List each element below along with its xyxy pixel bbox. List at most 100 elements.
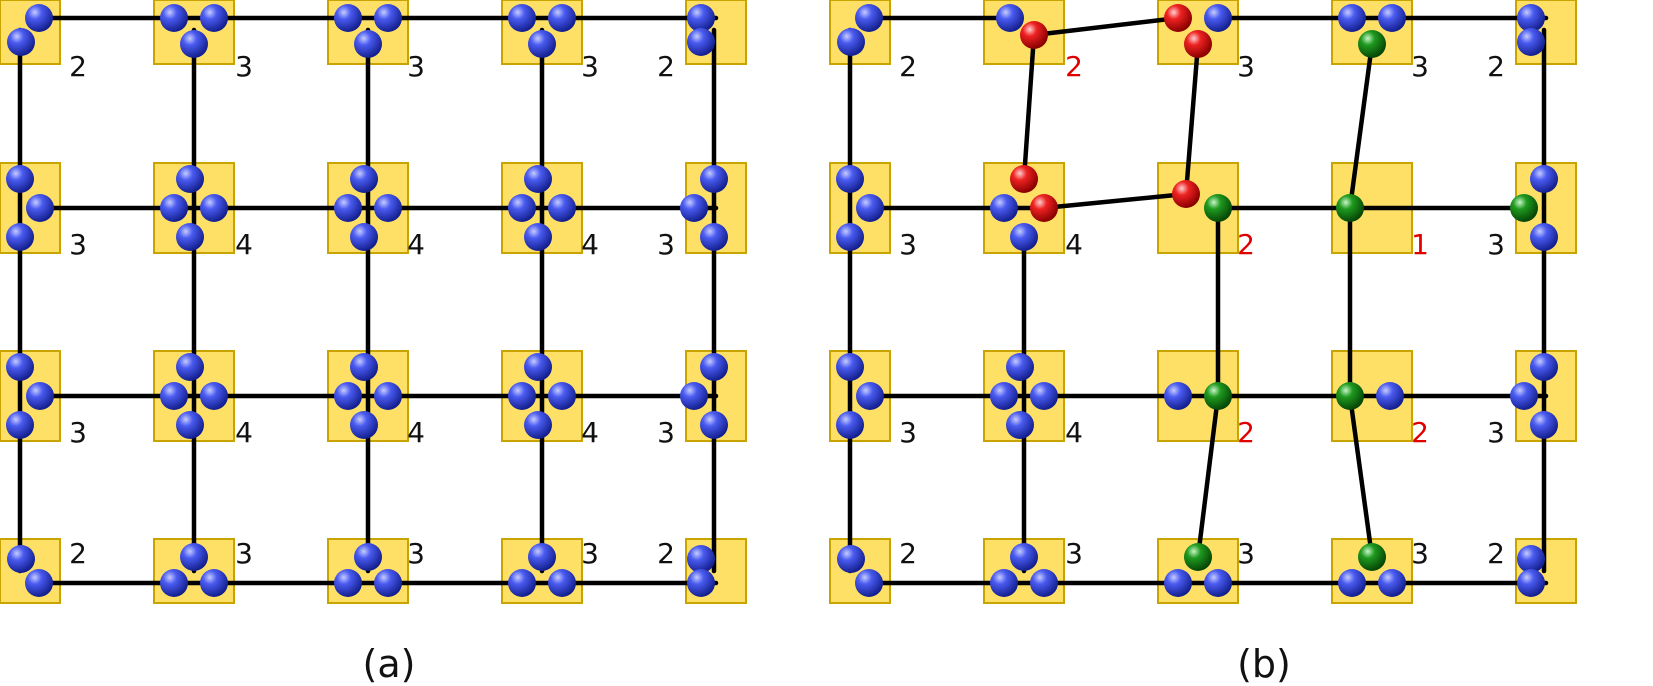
red-atom	[1184, 30, 1212, 58]
blue-atom	[160, 4, 188, 32]
blue-atom	[160, 194, 188, 222]
blue-atom	[200, 569, 228, 597]
blue-atom	[1517, 4, 1545, 32]
blue-atom	[687, 28, 715, 56]
blue-atom	[350, 411, 378, 439]
site-label: 3	[581, 50, 599, 83]
green-atom	[1204, 194, 1232, 222]
blue-atom	[25, 4, 53, 32]
blue-atom	[180, 30, 208, 58]
site-label: 2	[69, 50, 87, 83]
blue-atom	[700, 223, 728, 251]
balls-b	[836, 4, 1558, 597]
red-atom	[1164, 4, 1192, 32]
blue-atom	[837, 545, 865, 573]
blue-atom	[680, 194, 708, 222]
blue-atom	[374, 4, 402, 32]
blue-atom	[1338, 569, 1366, 597]
site-label: 3	[69, 416, 87, 449]
blue-atom	[836, 353, 864, 381]
blue-atom	[1164, 382, 1192, 410]
blue-atom	[1378, 4, 1406, 32]
site-label: 4	[1065, 228, 1083, 261]
blue-atom	[1338, 4, 1366, 32]
blue-atom	[1030, 569, 1058, 597]
blue-atom	[334, 569, 362, 597]
site-label: 4	[581, 228, 599, 261]
site-label: 3	[899, 228, 917, 261]
blue-atom	[524, 223, 552, 251]
blue-atom	[687, 569, 715, 597]
green-atom	[1510, 194, 1538, 222]
blue-atom	[687, 4, 715, 32]
blue-atom	[1164, 569, 1192, 597]
red-atom	[1030, 194, 1058, 222]
bond	[1031, 15, 1181, 38]
site-label: 4	[235, 416, 253, 449]
blue-atom	[334, 382, 362, 410]
blue-atom	[1530, 223, 1558, 251]
bond	[1347, 393, 1375, 560]
site-label: 2	[1487, 50, 1505, 83]
blue-atom	[508, 194, 536, 222]
blue-atom	[1530, 411, 1558, 439]
site-label: 2	[69, 537, 87, 570]
blue-atom	[7, 28, 35, 56]
blue-atom	[990, 382, 1018, 410]
blue-atom	[354, 30, 382, 58]
blue-atom	[1010, 223, 1038, 251]
site-label: 3	[1487, 228, 1505, 261]
blue-atom	[1006, 353, 1034, 381]
blue-atom	[508, 4, 536, 32]
site-label: 2	[1237, 228, 1255, 261]
blue-atom	[176, 353, 204, 381]
blue-atom	[1517, 569, 1545, 597]
blue-atom	[180, 543, 208, 571]
blue-atom	[6, 411, 34, 439]
blue-atom	[836, 411, 864, 439]
green-atom	[1336, 382, 1364, 410]
site-label: 3	[1487, 416, 1505, 449]
bond	[1041, 191, 1189, 211]
site-label: 4	[581, 416, 599, 449]
blue-atom	[508, 382, 536, 410]
blue-atom	[680, 382, 708, 410]
site-label: 3	[235, 50, 253, 83]
red-atom	[1172, 180, 1200, 208]
blue-atom	[548, 382, 576, 410]
blue-atom	[334, 4, 362, 32]
blue-atom	[524, 353, 552, 381]
blue-atom	[524, 165, 552, 193]
site-label: 4	[407, 416, 425, 449]
blue-atom	[1378, 569, 1406, 597]
site-label: 3	[1237, 50, 1255, 83]
blue-atom	[996, 4, 1024, 32]
blue-atom	[1517, 545, 1545, 573]
blue-atom	[1517, 28, 1545, 56]
blue-atom	[700, 411, 728, 439]
blue-atom	[7, 545, 35, 573]
site-label: 3	[899, 416, 917, 449]
blue-atom	[176, 223, 204, 251]
blue-atom	[700, 165, 728, 193]
blue-atom	[1530, 165, 1558, 193]
site-label: 4	[1065, 416, 1083, 449]
green-atom	[1204, 382, 1232, 410]
site-label: 3	[407, 537, 425, 570]
site-label: 3	[69, 228, 87, 261]
balls-a	[6, 4, 728, 597]
bond	[1347, 41, 1375, 211]
squares-a	[0, 0, 747, 604]
site-label: 2	[1487, 537, 1505, 570]
blue-atom	[200, 4, 228, 32]
blue-atom	[836, 223, 864, 251]
site-label: 1	[1411, 228, 1429, 261]
blue-atom	[855, 569, 883, 597]
site-label: 2	[1237, 416, 1255, 449]
blue-atom	[6, 223, 34, 251]
blue-atom	[528, 30, 556, 58]
site-label: 3	[1237, 537, 1255, 570]
bond	[1195, 393, 1221, 560]
